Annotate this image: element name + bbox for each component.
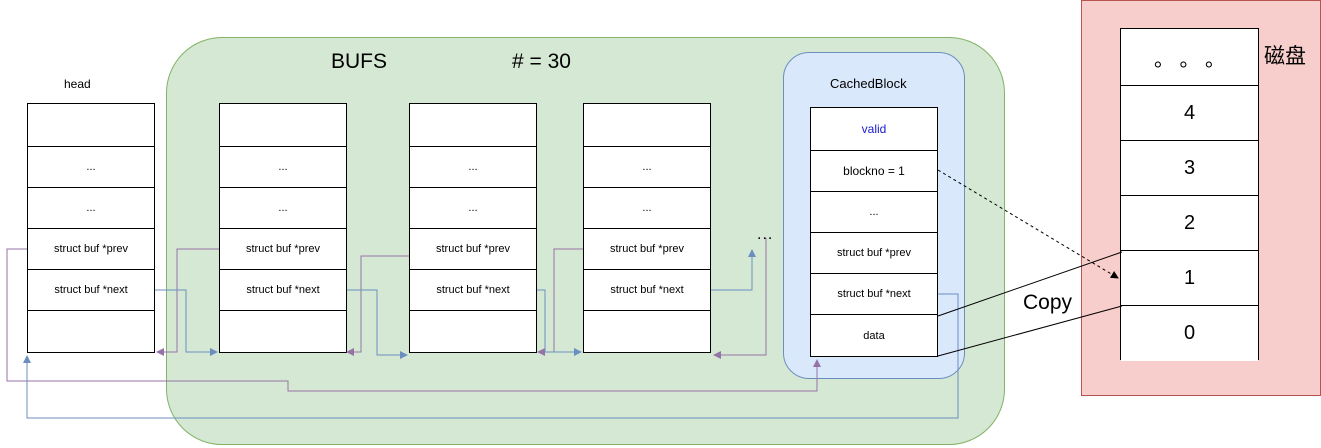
buf2-cell-2: ...	[410, 187, 536, 228]
buf-node-1: ... ... struct buf *prev struct buf *nex…	[219, 103, 347, 353]
disk-block-1: 1	[1121, 250, 1258, 305]
buf2-cell-1: ...	[410, 146, 536, 187]
head-cell-0	[28, 104, 154, 146]
buf2-next-arrow	[537, 289, 582, 356]
head-cell-1: ...	[28, 146, 154, 187]
cached-cell-2: ...	[811, 191, 937, 232]
cached-prev-field: struct buf *prev	[811, 232, 937, 273]
head-next-arrow	[155, 289, 218, 356]
cached-prev-arrow	[713, 238, 767, 359]
disk-label: 磁盘	[1264, 45, 1306, 68]
buf3-next-arrow	[711, 249, 756, 291]
head-next-field: struct buf *next	[28, 269, 154, 310]
buf3-cell-1: ...	[584, 146, 710, 187]
head-prev-field: struct buf *prev	[28, 228, 154, 269]
buf3-cell-0	[584, 104, 710, 146]
disk-block-2: 2	[1121, 195, 1258, 250]
buf1-next-arrow	[347, 289, 408, 359]
buf2-next-field: struct buf *next	[410, 269, 536, 310]
copy-line-top	[937, 251, 1123, 317]
disk-block-0: 0	[1121, 305, 1258, 361]
head-node: ... ... struct buf *prev struct buf *nex…	[27, 103, 155, 353]
buf1-cell-0	[220, 104, 346, 146]
copy-line-bottom	[937, 305, 1123, 357]
cached-blockno-field: blockno = 1	[811, 150, 937, 191]
head-cell-2: ...	[28, 187, 154, 228]
bufs-count: # = 30	[512, 50, 571, 73]
buf3-next-field: struct buf *next	[584, 269, 710, 310]
copy-label: Copy	[1023, 291, 1073, 314]
buf-node-3: ... ... struct buf *prev struct buf *nex…	[583, 103, 711, 353]
buf2-cell-5	[410, 310, 536, 352]
buf1-cell-1: ...	[220, 146, 346, 187]
buf1-next-field: struct buf *next	[220, 269, 346, 310]
disk-block-4: 4	[1121, 85, 1258, 140]
cached-block-title: CachedBlock	[830, 76, 907, 91]
head-prev-arrow	[6, 248, 821, 392]
cached-data-field: data	[811, 314, 937, 356]
buf2-prev-arrow	[346, 255, 409, 356]
cached-next-arrow	[23, 293, 959, 419]
buf3-cell-5	[584, 310, 710, 352]
buf-node-2: ... ... struct buf *prev struct buf *nex…	[409, 103, 537, 353]
more-bufs-ellipsis: ...	[757, 226, 774, 243]
buf3-cell-2: ...	[584, 187, 710, 228]
buf2-prev-field: struct buf *prev	[410, 228, 536, 269]
buf2-cell-0	[410, 104, 536, 146]
head-cell-5	[28, 310, 154, 352]
disk-ellipsis-cell: 。 。 。	[1121, 29, 1258, 85]
cached-valid-field: valid	[811, 108, 937, 150]
buf3-prev-field: struct buf *prev	[584, 228, 710, 269]
cached-next-field: struct buf *next	[811, 273, 937, 314]
disk-node: 。 。 。 4 3 2 1 0	[1120, 28, 1259, 361]
buf1-cell-2: ...	[220, 187, 346, 228]
buf1-cell-5	[220, 310, 346, 352]
bufs-title: BUFS	[331, 50, 388, 73]
head-label: head	[64, 77, 91, 91]
cached-block-node: valid blockno = 1 ... struct buf *prev s…	[810, 107, 938, 357]
disk-block-3: 3	[1121, 140, 1258, 195]
buf1-prev-arrow	[156, 248, 219, 356]
buf1-prev-field: struct buf *prev	[220, 228, 346, 269]
blockno-to-disk-arrow	[937, 169, 1119, 279]
